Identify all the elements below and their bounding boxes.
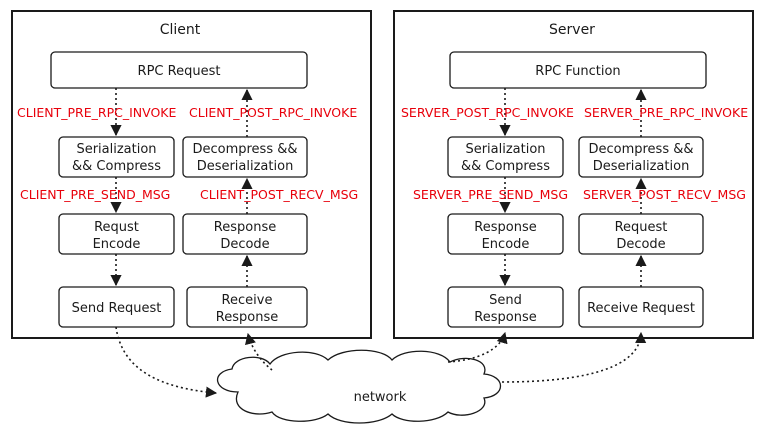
server-rpc-function-label: RPC Function — [535, 64, 620, 79]
client-rpc-request-label: RPC Request — [138, 64, 221, 79]
network-cloud-group: network — [216, 349, 501, 424]
client-serialize-label-1: Serialization — [76, 142, 156, 157]
client-serialize-label-2: && Compress — [72, 159, 161, 174]
client-send-label: Send Request — [72, 301, 162, 316]
server-pre-rpc-invoke-hook: SERVER_PRE_RPC_INVOKE — [584, 105, 748, 120]
server-send-box — [447, 286, 564, 328]
server-receive-label: Receive Request — [587, 301, 695, 316]
client-post-recv-msg-hook: CLIENT_POST_RECV_MSG — [200, 187, 358, 202]
server-panel: Server RPC Function Serialization && Com… — [393, 10, 754, 339]
server-post-recv-msg-hook: SERVER_POST_RECV_MSG — [583, 187, 746, 202]
server-title: Server — [549, 22, 595, 38]
server-serialize-label-2: && Compress — [461, 159, 550, 174]
client-decompress-label-2: Deserialization — [197, 159, 294, 174]
network-label: network — [354, 390, 407, 405]
client-decode-label-2: Decode — [220, 237, 269, 252]
arrow-network-to-server-receive — [501, 331, 647, 383]
client-pre-send-msg-hook: CLIENT_PRE_SEND_MSG — [20, 187, 170, 202]
server-encode-label-1: Response — [474, 220, 536, 235]
client-encode-label-2: Encode — [93, 237, 141, 252]
server-decompress-label-2: Deserialization — [593, 159, 690, 174]
client-receive-label-1: Receive — [222, 293, 273, 308]
server-send-label-1: Send — [489, 293, 522, 308]
client-decode-box — [182, 213, 308, 255]
arrow-network-to-client-receive — [245, 332, 273, 371]
client-panel: Client RPC Request Serialization && Comp… — [11, 10, 372, 339]
client-title: Client — [160, 22, 201, 38]
server-post-rpc-invoke-hook: SERVER_POST_RPC_INVOKE — [401, 105, 574, 120]
client-decode-label-1: Response — [214, 220, 276, 235]
client-post-rpc-invoke-hook: CLIENT_POST_RPC_INVOKE — [189, 105, 357, 120]
server-decode-label-1: Request — [615, 220, 668, 235]
network-cloud-icon — [216, 349, 501, 424]
server-decode-label-2: Decode — [616, 237, 665, 252]
server-rpc-function-box — [449, 51, 707, 89]
client-decompress-label-1: Decompress && — [192, 142, 297, 157]
client-pre-rpc-invoke-hook: CLIENT_PRE_RPC_INVOKE — [17, 105, 176, 120]
server-encode-label-2: Encode — [482, 237, 530, 252]
client-rpc-request-box — [50, 51, 308, 89]
server-pre-send-msg-hook: SERVER_PRE_SEND_MSG — [413, 187, 568, 202]
client-decompress-box — [182, 136, 308, 178]
client-receive-label-2: Response — [216, 310, 278, 325]
server-serialize-label-1: Serialization — [465, 142, 545, 157]
server-send-label-2: Response — [474, 310, 536, 325]
server-decompress-label-1: Decompress && — [588, 142, 693, 157]
client-encode-label-1: Requst — [94, 220, 139, 235]
